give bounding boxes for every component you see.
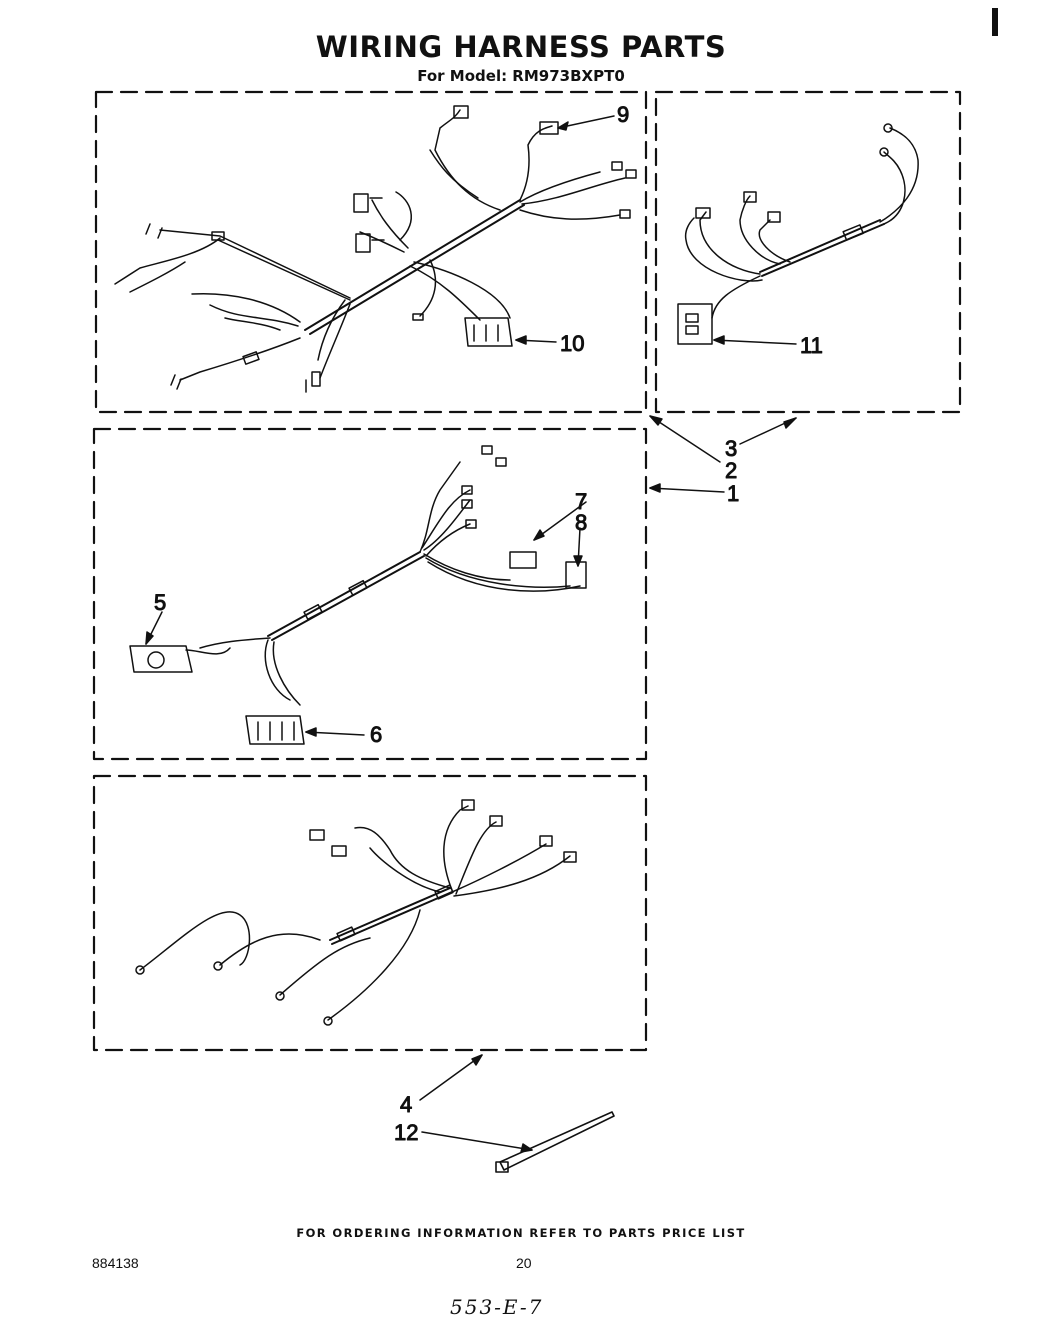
- callout-10: 10: [560, 331, 584, 356]
- document-number: 884138: [92, 1255, 139, 1271]
- control-harness-drawing: [677, 123, 919, 345]
- callout-2: 2: [725, 458, 737, 483]
- page-number: 20: [516, 1255, 532, 1271]
- box-main-harness: [94, 90, 648, 414]
- callout-11: 11: [800, 333, 823, 358]
- harness-4-drawing: [135, 799, 577, 1026]
- callout-1: 1: [727, 481, 739, 506]
- cable-tie-drawing: [495, 1111, 615, 1173]
- box-harness-4: [92, 774, 648, 1052]
- callout-8: 8: [575, 510, 587, 535]
- handwritten-note: 553-E-7: [450, 1295, 544, 1319]
- callout-5: 5: [154, 590, 166, 615]
- callout-7: 7: [575, 489, 587, 514]
- callout-12: 12: [394, 1120, 418, 1145]
- box-control-harness: [654, 90, 962, 414]
- corner-mark: [992, 8, 998, 36]
- ordering-note: FOR ORDERING INFORMATION REFER TO PARTS …: [296, 1226, 746, 1240]
- callout-3: 3: [725, 436, 737, 461]
- box-harness-1: [92, 427, 648, 761]
- main-harness-drawing: [114, 105, 637, 393]
- leader-lines: [145, 115, 797, 1153]
- page-title: WIRING HARNESS PARTS: [315, 30, 727, 64]
- harness-1-drawing: [129, 445, 587, 745]
- callout-9: 9: [617, 102, 629, 127]
- callout-6: 6: [370, 722, 382, 747]
- callout-4: 4: [400, 1092, 412, 1117]
- model-line: For Model: RM973BXPT0: [417, 67, 625, 85]
